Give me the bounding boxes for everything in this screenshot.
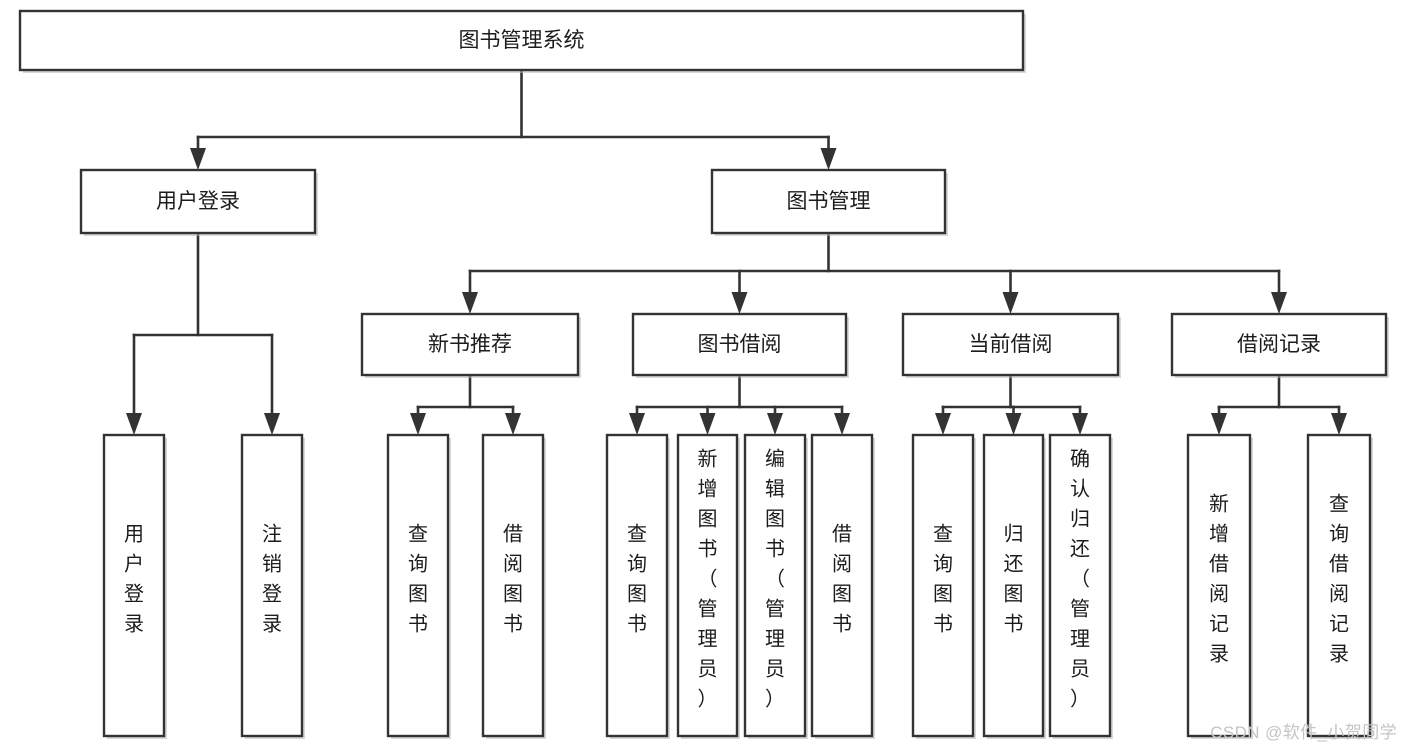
node-label-borrow-record: 借阅记录 <box>1237 333 1321 356</box>
node-label-leaf-query-book-2: 查询图书 <box>627 523 647 636</box>
node-leaf-query-book-2[interactable]: 查询图书 <box>605 433 670 739</box>
node-label-leaf-add-borrow-record: 新增借阅记录 <box>1209 493 1229 666</box>
arrow-to-leaf-borrow-book-2 <box>834 413 850 435</box>
node-label-book-borrow: 图书借阅 <box>698 333 782 356</box>
node-current-borrow[interactable]: 当前借阅 <box>901 312 1121 378</box>
node-label-leaf-borrow-book-1: 借阅图书 <box>503 523 523 636</box>
arrow-to-current-borrow <box>1002 292 1019 314</box>
node-leaf-add-borrow-record[interactable]: 新增借阅记录 <box>1186 433 1253 739</box>
node-label-leaf-user-login: 用户登录 <box>124 524 144 636</box>
node-label-leaf-confirm-return: 确认归还（管理员） <box>1070 448 1090 711</box>
node-book-management[interactable]: 图书管理 <box>710 168 948 236</box>
node-label-leaf-add-book: 新增图书（管理员） <box>698 448 718 711</box>
arrow-to-leaf-borrow-book-1 <box>505 413 521 435</box>
arrow-to-new-book-recommend <box>462 292 478 314</box>
node-label-leaf-edit-book: 编辑图书（管理员） <box>765 448 785 711</box>
node-label-current-borrow: 当前借阅 <box>969 333 1053 356</box>
arrow-to-leaf-query-borrow-record <box>1331 413 1347 435</box>
node-leaf-query-book-1[interactable]: 查询图书 <box>386 433 451 739</box>
arrow-to-book-borrow <box>731 292 748 314</box>
arrow-to-user-login <box>190 148 206 170</box>
node-leaf-edit-book[interactable]: 编辑图书（管理员） <box>743 433 808 739</box>
node-label-new-book-recommend: 新书推荐 <box>428 333 512 356</box>
arrow-to-leaf-query-book-2 <box>629 413 645 435</box>
arrow-to-leaf-confirm-return <box>1072 413 1088 435</box>
node-leaf-add-book[interactable]: 新增图书（管理员） <box>676 433 740 739</box>
arrow-to-borrow-record <box>1271 292 1287 314</box>
node-user-login[interactable]: 用户登录 <box>79 168 318 236</box>
node-label-user-login: 用户登录 <box>156 190 240 213</box>
arrow-to-leaf-add-borrow-record <box>1211 413 1227 435</box>
arrow-to-leaf-user-login <box>126 413 142 435</box>
node-leaf-confirm-return[interactable]: 确认归还（管理员） <box>1048 433 1113 739</box>
arrow-to-leaf-edit-book <box>767 413 783 435</box>
node-new-book-recommend[interactable]: 新书推荐 <box>360 312 581 378</box>
csdn-watermark: CSDN @软件_小贺同学 <box>1210 723 1397 742</box>
arrow-to-leaf-user-logout <box>264 413 280 435</box>
node-label-leaf-query-borrow-record: 查询借阅记录 <box>1329 493 1349 666</box>
node-leaf-borrow-book-1[interactable]: 借阅图书 <box>481 433 546 739</box>
node-leaf-borrow-book-2[interactable]: 借阅图书 <box>810 433 875 739</box>
node-book-borrow[interactable]: 图书借阅 <box>631 312 849 378</box>
node-label-leaf-query-book-1: 查询图书 <box>408 523 428 636</box>
node-leaf-query-book-3[interactable]: 查询图书 <box>911 433 976 739</box>
node-label-book-management: 图书管理 <box>787 190 871 213</box>
node-leaf-query-borrow-record[interactable]: 查询借阅记录 <box>1306 433 1373 739</box>
arrow-to-leaf-query-book-1 <box>410 413 426 435</box>
node-label-root: 图书管理系统 <box>459 29 585 52</box>
arrow-to-book-management <box>820 148 837 170</box>
arrow-to-leaf-add-book <box>699 413 716 435</box>
node-borrow-record[interactable]: 借阅记录 <box>1170 312 1389 378</box>
node-label-leaf-return-book: 归还图书 <box>1004 523 1024 636</box>
node-root-root[interactable]: 图书管理系统 <box>18 9 1026 73</box>
node-label-leaf-borrow-book-2: 借阅图书 <box>832 523 852 636</box>
arrow-to-leaf-query-book-3 <box>935 413 951 435</box>
node-leaf-return-book[interactable]: 归还图书 <box>982 433 1046 739</box>
node-leaf-user-login[interactable]: 用户登录 <box>102 433 167 739</box>
node-label-leaf-user-logout: 注销登录 <box>262 523 282 636</box>
node-leaf-user-logout[interactable]: 注销登录 <box>240 433 305 739</box>
boxes-layer: 图书管理系统用户登录图书管理新书推荐图书借阅当前借阅借阅记录用户登录注销登录查询… <box>18 9 1389 739</box>
arrow-to-leaf-return-book <box>1005 413 1022 435</box>
connectors-layer <box>126 68 1347 435</box>
node-label-leaf-query-book-3: 查询图书 <box>933 523 953 636</box>
